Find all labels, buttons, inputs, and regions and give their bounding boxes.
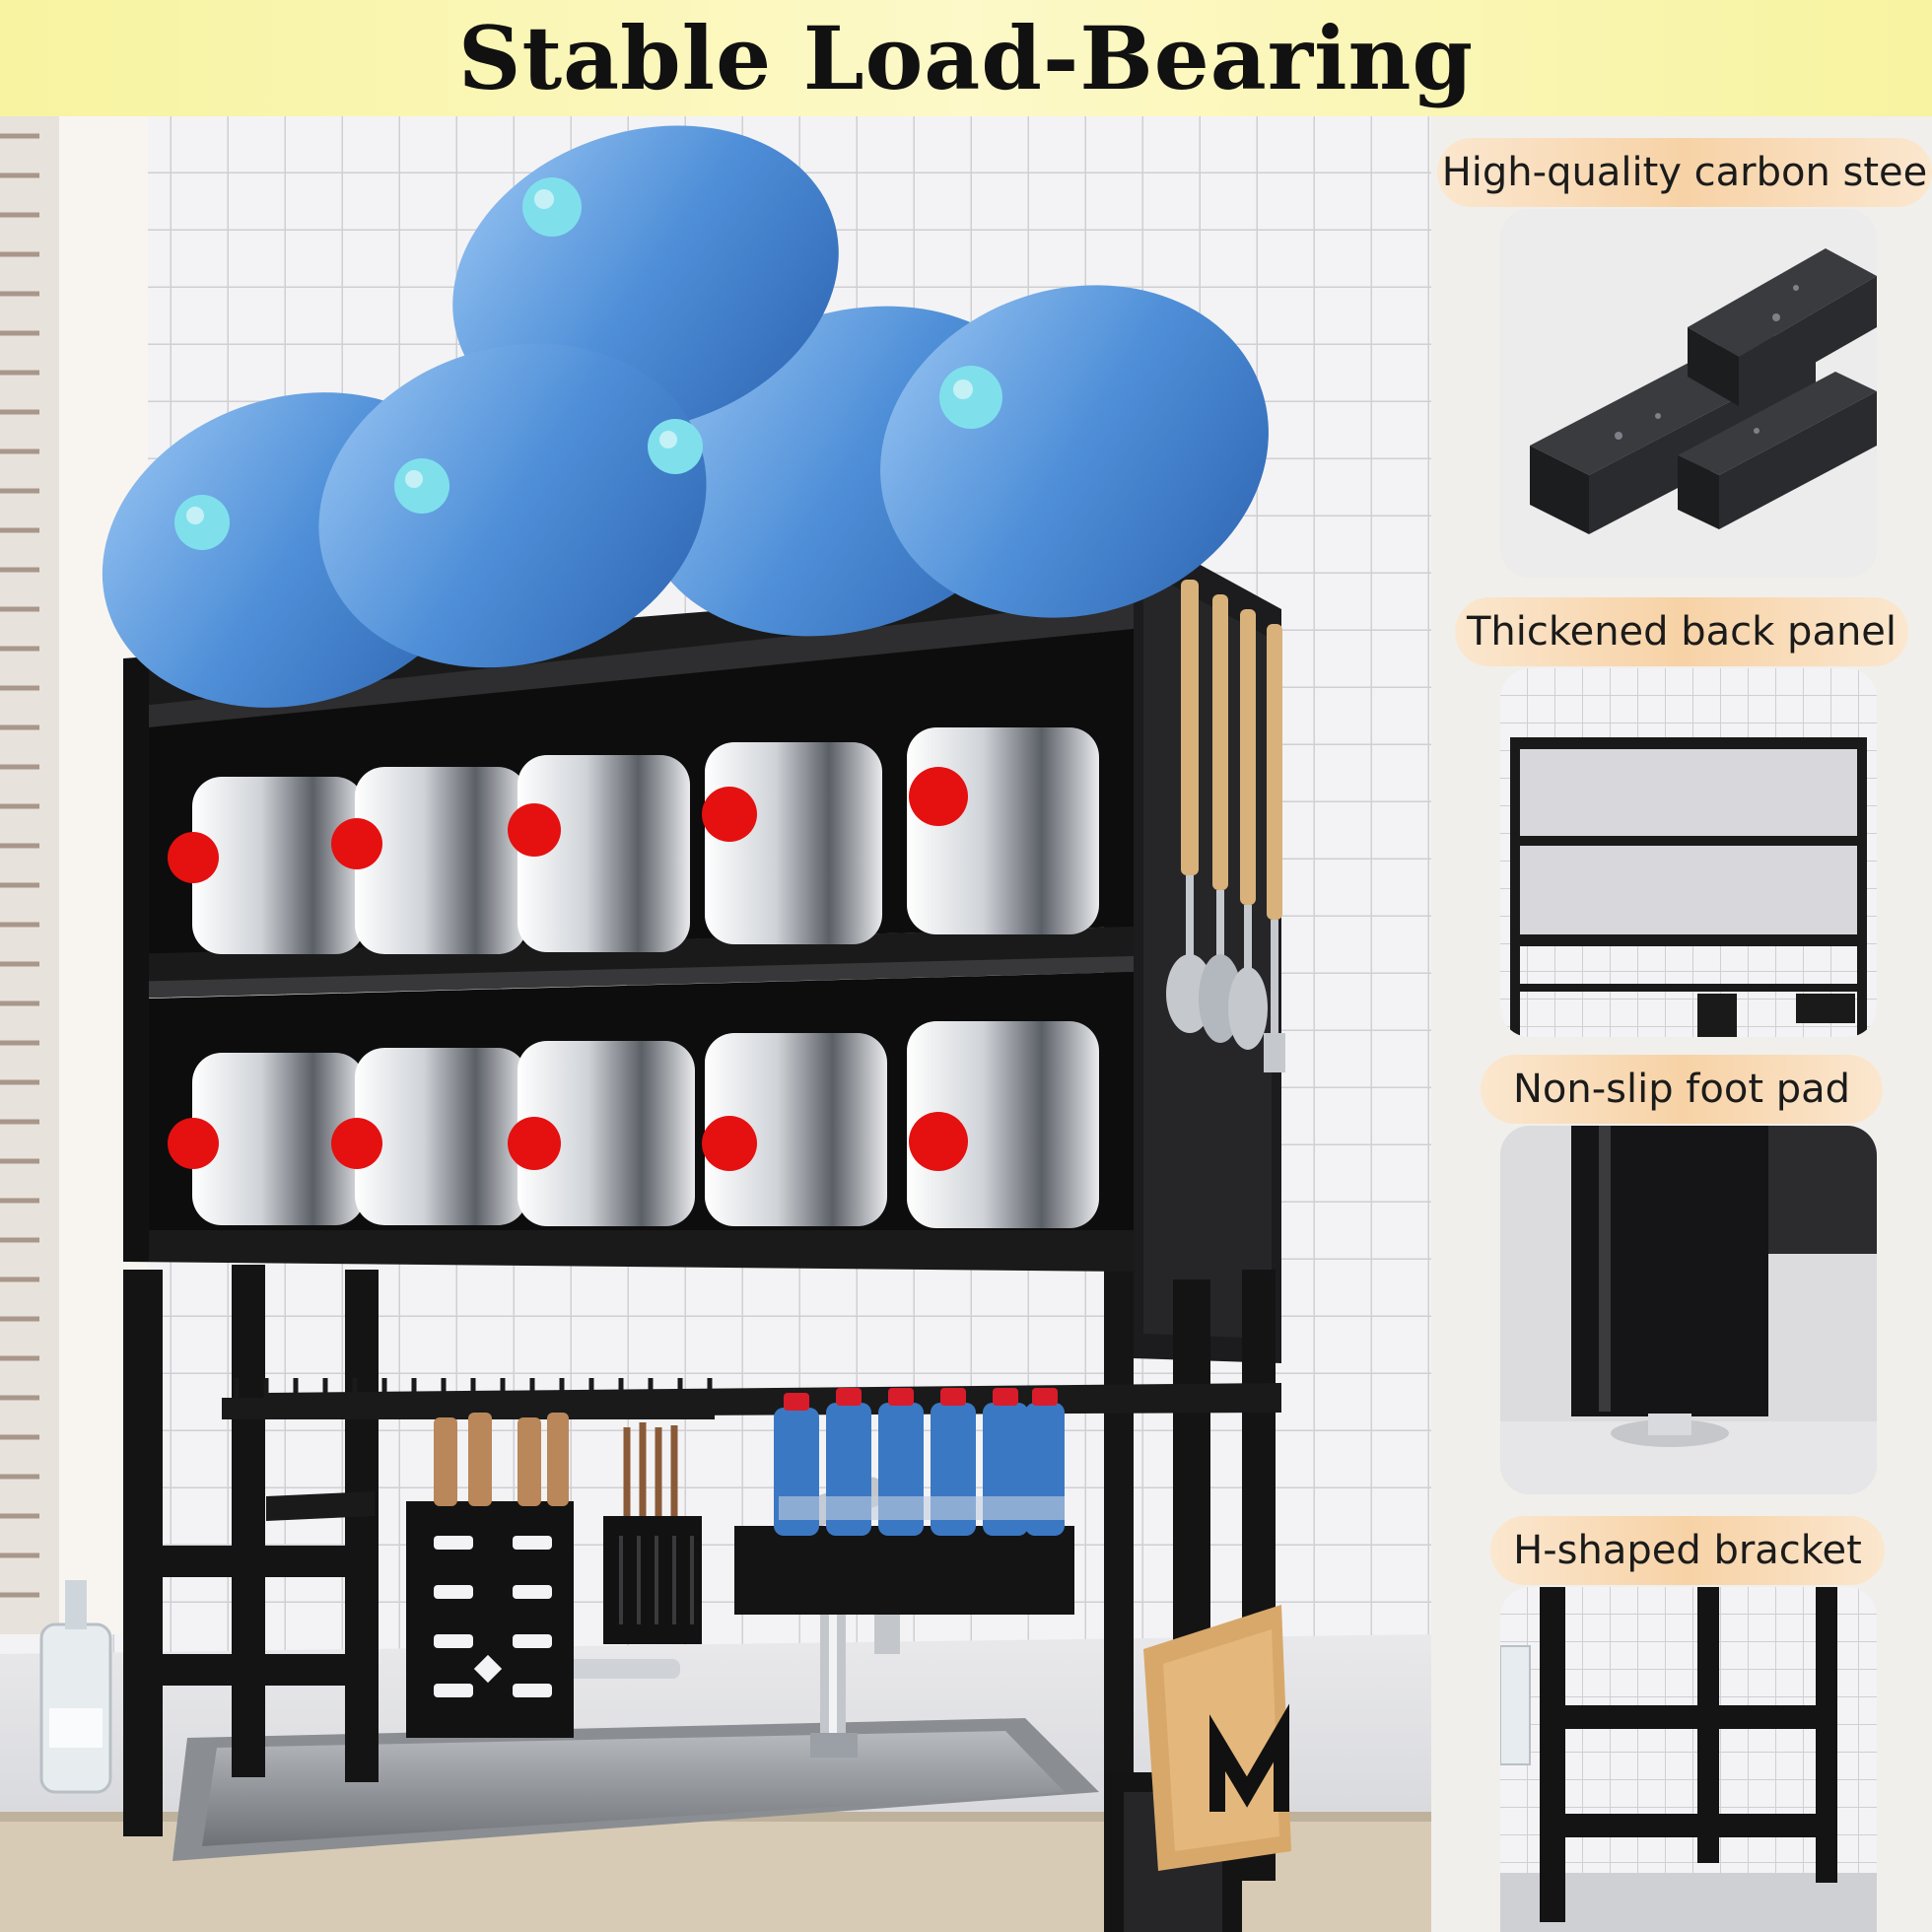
steel-tubes-icon [1500,209,1877,578]
main-product-photo [0,116,1431,1932]
page-title: Stable Load-Bearing [457,7,1475,109]
foot-pad-icon [1500,1126,1877,1494]
kitchen-rack-illustration [0,116,1431,1932]
feature-column: High-quality carbon stee Thickened back … [1431,116,1932,1932]
feature-label-foot-pad: Non-slip foot pad [1481,1055,1883,1124]
title-banner: Stable Load-Bearing [0,0,1932,116]
back-panel-icon [1500,668,1877,1037]
feature-photo-h-bracket [1500,1587,1877,1932]
feature-label-back-panel: Thickened back panel [1455,597,1908,666]
feature-label-h-bracket: H-shaped bracket [1490,1516,1885,1585]
h-bracket-icon [1500,1587,1877,1932]
feature-photo-back-panel [1500,668,1877,1037]
feature-photo-foot-pad [1500,1126,1877,1494]
feature-label-carbon-steel: High-quality carbon stee [1437,138,1932,207]
feature-photo-carbon-steel [1500,209,1877,578]
